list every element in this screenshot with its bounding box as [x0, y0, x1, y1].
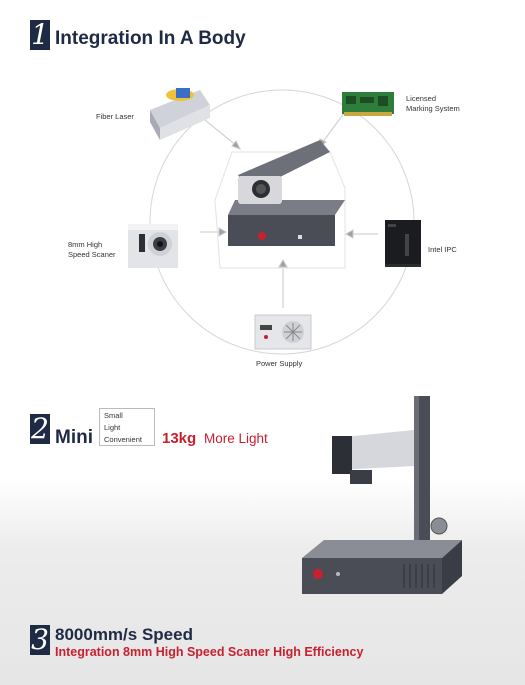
- section-2-number: 2: [30, 412, 50, 445]
- scanner-label-line2: Speed Scaner: [68, 250, 116, 259]
- section-2-title: Mini: [55, 427, 93, 448]
- scanner-image: [128, 224, 178, 268]
- section-3-title: 8000mm/s Speed: [55, 625, 193, 644]
- weight-value: 13kg: [162, 430, 197, 447]
- scanner-label-line1: 8mm High: [68, 240, 103, 249]
- feature-light: Light: [104, 423, 121, 432]
- section-1-title: Integration In A Body: [55, 28, 246, 49]
- section-1-number: 1: [30, 18, 50, 51]
- section-3-subtitle: Integration 8mm High Speed Scaner High E…: [55, 645, 364, 659]
- integration-diagram: [128, 88, 421, 355]
- feature-small: Small: [104, 411, 123, 420]
- fiber-laser-image: [150, 88, 210, 140]
- feature-convenient: Convenient: [104, 435, 142, 444]
- power-supply-label: Power Supply: [256, 359, 303, 368]
- marking-system-image: [342, 92, 394, 116]
- fiber-laser-label: Fiber Laser: [96, 112, 134, 121]
- weight-suffix: More Light: [204, 431, 268, 446]
- ipc-image: [385, 220, 421, 267]
- ipc-label: Intel IPC: [428, 245, 457, 254]
- marking-machine-stand-image: [302, 396, 462, 594]
- section-3-number: 3: [30, 623, 50, 656]
- power-supply-image: [254, 314, 312, 350]
- laser-machine-image: [228, 140, 345, 246]
- feature-list-box: Small Light Convenient: [99, 408, 155, 446]
- marking-system-label-line2: Marking System: [406, 104, 460, 113]
- marking-system-label-line1: Licensed: [406, 94, 437, 103]
